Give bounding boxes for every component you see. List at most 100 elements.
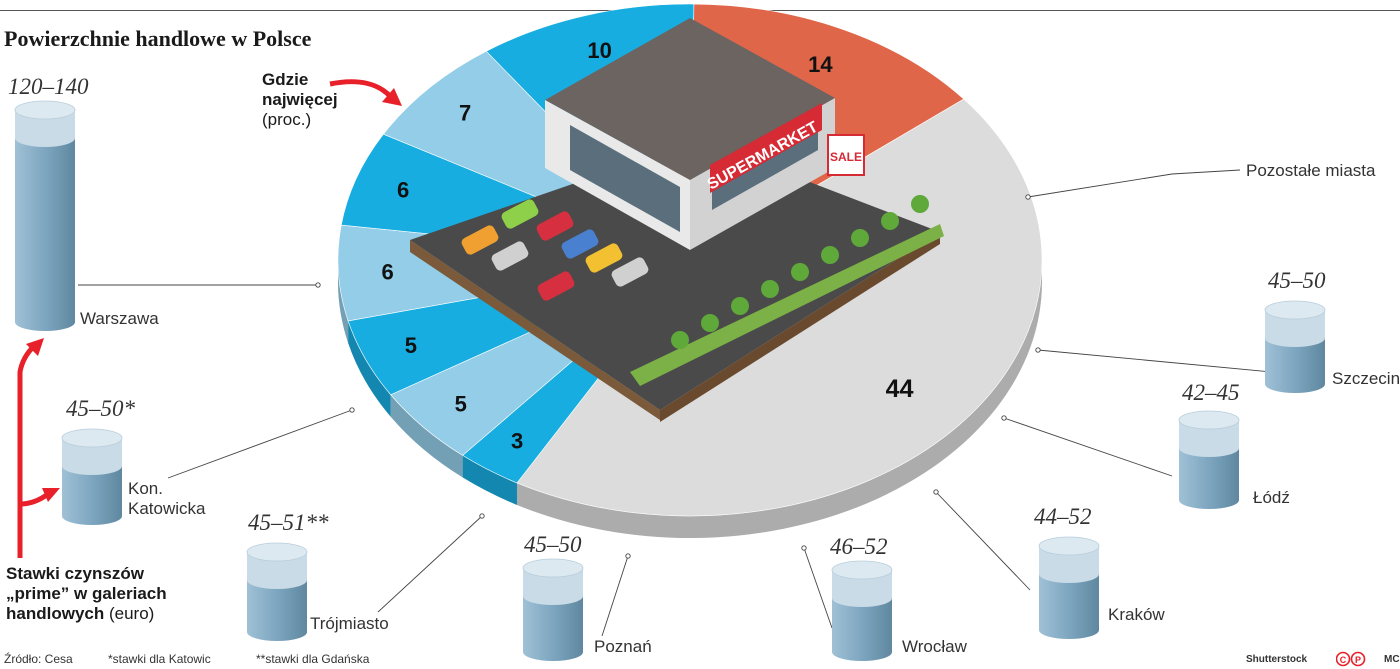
grass-strip [630, 224, 944, 386]
cylinder-kon-katowicka: 45–50*Kon.Katowicka [61, 396, 206, 525]
pie-value-poznan: 6 [397, 178, 409, 203]
photo-credit: Shutterstock [1246, 654, 1308, 665]
rent-note-line3-bold: handlowych [6, 604, 105, 623]
pie-value-lodz: 5 [455, 392, 467, 417]
car-4 [491, 241, 529, 271]
city-label-szczecin: Szczecin [1332, 369, 1400, 388]
ground-edge-right [660, 232, 940, 422]
tree-5 [791, 263, 809, 281]
tree-4 [761, 280, 779, 298]
leader-dot-krakow [933, 489, 939, 495]
leader-line-trojmiasto [377, 515, 483, 613]
cylinder-cap-band-szczecin [1265, 310, 1325, 347]
pie-value-szczecin: 3 [511, 429, 523, 454]
city-label-lodz: Łódź [1253, 488, 1290, 507]
svg-text:C: C [1340, 655, 1347, 665]
rent-range-kon-katowicka: 45–50* [66, 396, 136, 421]
city-label-trojmiasto: Trójmiasto [310, 614, 389, 633]
cylinder-cap-band-warszawa [15, 110, 75, 147]
leader-dot-poznan [625, 553, 631, 559]
leader-dot-lodz [1001, 415, 1007, 421]
tree-3 [731, 297, 749, 315]
ground-edge-left [410, 240, 660, 420]
city-label-krakow: Kraków [1108, 605, 1165, 624]
svg-text:P: P [1355, 655, 1361, 665]
cylinder-cap-band-krakow [1039, 546, 1099, 583]
rent-note-line1: Stawki czynszów [6, 564, 144, 583]
car-7 [537, 271, 575, 301]
red-arrow-icon [329, 79, 392, 98]
rent-range-krakow: 44–52 [1034, 504, 1092, 529]
cylinder-top-warszawa [14, 100, 76, 120]
cylinder-top-kon-katowicka [61, 428, 123, 448]
city-label-warszawa: Warszawa [80, 309, 159, 328]
rent-range-warszawa: 120–140 [8, 74, 89, 99]
sale-sign [827, 134, 865, 176]
leader-line-poznan [601, 555, 629, 637]
leader-line-pozostale-miasta [1027, 169, 1241, 198]
building-windows [570, 125, 680, 232]
car-6 [585, 243, 623, 273]
tree-2 [701, 314, 719, 332]
parking-lot [410, 140, 940, 410]
pie-note-line2: najwięcej [262, 90, 338, 109]
leader-dot-trojmiasto [479, 513, 485, 519]
leader-dot-warszawa [315, 282, 321, 288]
cylinder-cap-band-poznan [523, 568, 583, 605]
pie-value-krakow: 5 [405, 333, 417, 358]
leader-line-wroclaw [803, 547, 833, 629]
footnote-katowice: *stawki dla Katowic [108, 652, 211, 666]
car-5 [561, 229, 599, 259]
pie-side-pozostale-miasta [516, 260, 1042, 538]
rent-note-line2: „prime” w galeriach [6, 584, 167, 603]
tree-8 [881, 212, 899, 230]
leader-line-kon-katowicka [167, 409, 353, 479]
pie-side-krakow [348, 320, 391, 417]
rent-range-szczecin: 45–50 [1268, 268, 1326, 293]
pie-note-line3: (proc.) [262, 110, 312, 129]
tree-6 [821, 246, 839, 264]
copyright-icon: C P [1336, 651, 1366, 667]
rent-note-line3-rest: (euro) [104, 604, 155, 623]
cylinder-top-trojmiasto [246, 542, 308, 562]
footnote-gdansk: **stawki dla Gdańska [256, 652, 370, 666]
chart-title: Powierzchnie handlowe w Polsce [4, 26, 312, 51]
leader-line-lodz [1003, 417, 1173, 477]
rent-range-lodz: 42–45 [1182, 380, 1240, 405]
city-label-kon-katowicka-2: Katowicka [128, 499, 206, 518]
red-arrow-branch-head-icon [42, 488, 60, 502]
pie-note: Gdzie najwięcej (proc.) [262, 70, 338, 130]
city-label-pozostale-miasta: Pozostałe miasta [1246, 161, 1376, 180]
pie-side-lodz [390, 394, 463, 478]
building-roof [545, 18, 835, 180]
rent-range-trojmiasto: 45–51** [248, 510, 329, 535]
cylinder-top-szczecin [1264, 300, 1326, 320]
pie-value-trojmiasto: 7 [459, 101, 471, 126]
cylinder-top-krakow [1038, 536, 1100, 556]
tree-9 [911, 195, 929, 213]
cylinder-cap-band-trojmiasto [247, 552, 307, 589]
pie-side-wroclaw [338, 260, 349, 343]
sale-sign-text: SALE [830, 150, 862, 164]
tree-7 [851, 229, 869, 247]
car-3 [536, 211, 574, 241]
cylinder-body-warszawa [15, 110, 75, 331]
cylinder-top-poznan [522, 558, 584, 578]
pie-value-pozostale-miasta: 44 [886, 375, 914, 403]
leader-line-szczecin [1037, 349, 1273, 373]
cylinder-cap-band-kon-katowicka [62, 438, 122, 475]
cylinder-top-wroclaw [831, 560, 893, 580]
leader-dot-szczecin [1035, 347, 1041, 353]
leader-dot-pozostale-miasta [1025, 194, 1031, 200]
car-1 [461, 225, 499, 255]
car-8 [611, 257, 649, 287]
car-2 [501, 199, 539, 229]
